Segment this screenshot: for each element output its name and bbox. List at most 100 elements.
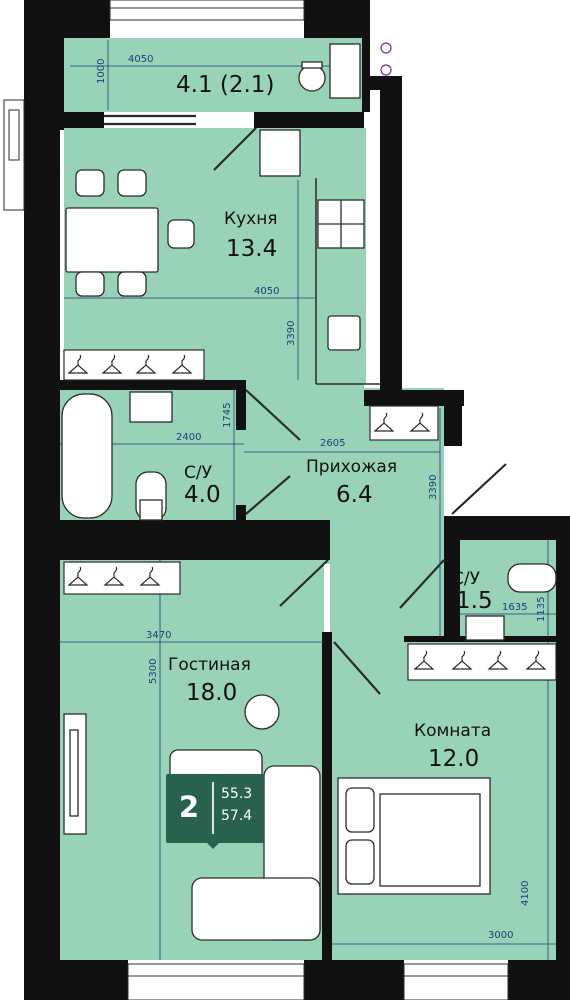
window-bottom-living [127, 963, 305, 1000]
bath-area: 4.0 [184, 482, 221, 508]
chair [117, 169, 147, 197]
pillow [345, 787, 375, 833]
wardrobe-bedroom [407, 643, 557, 681]
sofa-side [191, 877, 321, 941]
badge-pointer [204, 840, 222, 849]
balcony-area: 4.1 (2.1) [176, 72, 274, 98]
chair [75, 271, 105, 297]
hanger-icon [103, 566, 125, 586]
armchair-round [244, 694, 280, 730]
hanger-icon [409, 412, 431, 432]
valve-icons [380, 42, 392, 76]
valve-icon [380, 42, 392, 54]
bedroom-name: Комната [414, 721, 491, 741]
dim-label: 1135 [536, 597, 547, 622]
badge-area-full: 57.4 [221, 808, 253, 824]
dim-label: 2605 [320, 438, 345, 449]
dimension-labels: 4050 1000 4050 3390 1745 2400 2605 3390 … [96, 54, 547, 941]
wardrobes [63, 349, 557, 681]
hanger-icon [67, 566, 89, 586]
kitchen-name: Кухня [224, 209, 278, 229]
wall-bath-right [236, 380, 246, 430]
badge-box [166, 774, 264, 843]
wall-wc-left [444, 516, 460, 636]
kitchen-sink [327, 315, 361, 351]
wall-wc-top [444, 516, 556, 540]
hall-name: Прихожая [306, 457, 397, 477]
living-name: Гостиная [168, 655, 251, 675]
hanger-icon [135, 354, 157, 374]
dim-label: 1745 [222, 403, 233, 428]
door-wc [399, 559, 445, 609]
wall-kitchen-right-v [380, 76, 402, 390]
hanger-icon [101, 354, 123, 374]
bath-sink [129, 391, 173, 423]
wall-kitchen-bottom-right [364, 390, 464, 406]
dim-label: 3000 [488, 930, 513, 941]
doors [104, 114, 507, 695]
wall-balcony-bottom-left [24, 112, 104, 128]
wall-bottom-mid [304, 960, 404, 1000]
dining-table [65, 207, 159, 273]
wall-bath-bottom [24, 520, 330, 560]
valve-icon [380, 64, 392, 76]
furniture [61, 43, 557, 941]
bathtub [61, 393, 113, 519]
badge-divider [212, 782, 214, 834]
wall-bath-top [24, 380, 246, 390]
hanger-icons [67, 354, 547, 670]
wall-bottom-right [508, 960, 570, 1000]
apartment-badge: 2 55.3 57.4 [166, 774, 264, 849]
hanger-icon [139, 566, 161, 586]
fridge [259, 129, 301, 177]
chair [167, 219, 195, 249]
dim-label: 1635 [502, 602, 527, 613]
wall-living-bedroom [322, 632, 332, 962]
dim-label: 3390 [428, 475, 439, 500]
dim-label: 5300 [148, 659, 159, 684]
window-bottom-bedroom [403, 963, 509, 1000]
hanger-icon [67, 354, 89, 374]
dim-label: 1000 [96, 59, 107, 84]
wc-area: 1.5 [456, 588, 493, 614]
pillow [345, 839, 375, 885]
wc-toilet [507, 563, 557, 593]
chair [75, 169, 105, 197]
door-kitchen [213, 127, 257, 171]
badge-room-count: 2 [178, 790, 200, 824]
living-area: 18.0 [186, 680, 237, 706]
wc-name: С/У [452, 569, 481, 589]
hanger-icon [373, 412, 395, 432]
hall-area: 6.4 [336, 482, 373, 508]
balcony-chair [298, 64, 326, 92]
chair [117, 271, 147, 297]
dim-label: 4050 [254, 286, 279, 297]
wall-left [24, 128, 60, 998]
door-living [279, 559, 329, 607]
wall-balcony-left [24, 0, 64, 130]
hanger-icon [487, 650, 509, 670]
wc-sink [465, 615, 505, 641]
hanger-icon [525, 650, 547, 670]
door-bath-lower [245, 475, 291, 515]
wall-balcony-right [362, 0, 370, 112]
dim-label: 3390 [286, 321, 297, 346]
bath-name: С/У [184, 463, 213, 483]
window-top [109, 0, 305, 21]
dim-label: 3470 [146, 630, 171, 641]
wardrobe-living [63, 561, 181, 595]
wall-entry-v [444, 406, 462, 446]
dim-label: 4100 [520, 881, 531, 906]
bedroom-area: 12.0 [428, 746, 479, 772]
walls [24, 0, 570, 1000]
windows [3, 0, 509, 1000]
dim-label: 2400 [176, 432, 201, 443]
wall-top-right [304, 0, 370, 38]
door-entry [451, 463, 507, 515]
hanger-icon [413, 650, 435, 670]
balcony-table [329, 43, 361, 99]
room-labels: 4.1 (2.1) Кухня 13.4 С/У 4.0 Прихожая 6.… [168, 72, 493, 772]
wall-bottom-left [24, 960, 128, 1000]
wall-bath-right-lower [236, 505, 246, 527]
